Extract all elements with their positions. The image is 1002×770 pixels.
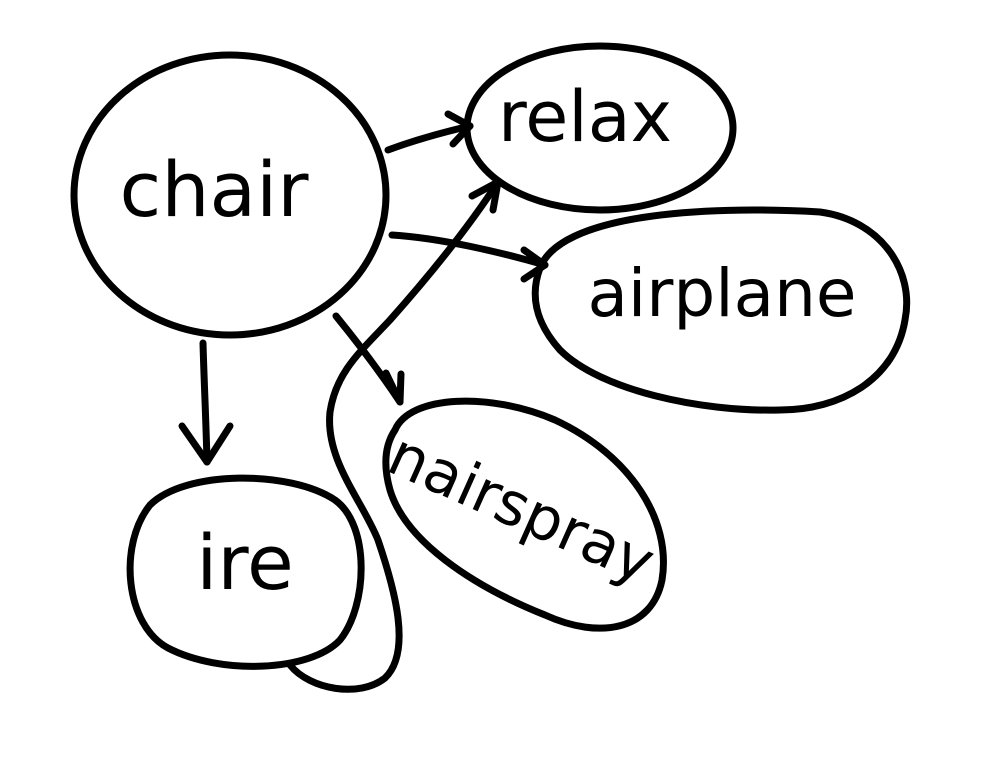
node-ire-outline [126, 474, 365, 670]
node-chair: chair [70, 51, 390, 339]
edge-chair-to-ire [178, 339, 234, 466]
node-airplane-label: airplane [587, 255, 856, 332]
node-nairspray-label: nairspray [378, 419, 664, 598]
arrowhead-chair-to-airplane [520, 246, 549, 283]
node-relax-label: relax [498, 76, 672, 158]
node-chair-label: chair [120, 145, 310, 234]
node-airplane-outline [531, 206, 911, 414]
edge-ire-to-relax-line [286, 178, 502, 693]
arrowhead-chair-to-nairspray [382, 369, 405, 406]
edge-chair-to-relax [384, 110, 474, 154]
arrowhead-chair-to-relax [444, 110, 474, 148]
arrowhead-ire-to-relax [468, 178, 502, 214]
node-nairspray-outline [382, 397, 667, 632]
node-relax: relax [463, 42, 737, 214]
arrowhead-chair-to-ire [178, 422, 234, 466]
edge-chair-to-nairspray [332, 312, 405, 406]
node-ire: ire [126, 474, 365, 670]
edge-ire-to-relax [286, 178, 502, 693]
edge-chair-to-relax-line [384, 122, 474, 154]
node-nairspray: nairspray [378, 397, 667, 632]
node-chair-outline [70, 51, 390, 339]
edge-chair-to-airplane [388, 231, 549, 283]
edge-chair-to-airplane-line [388, 231, 549, 269]
edge-chair-to-ire-line [199, 339, 211, 466]
node-ire-label: ire [196, 518, 293, 607]
node-airplane: airplane [531, 206, 911, 414]
